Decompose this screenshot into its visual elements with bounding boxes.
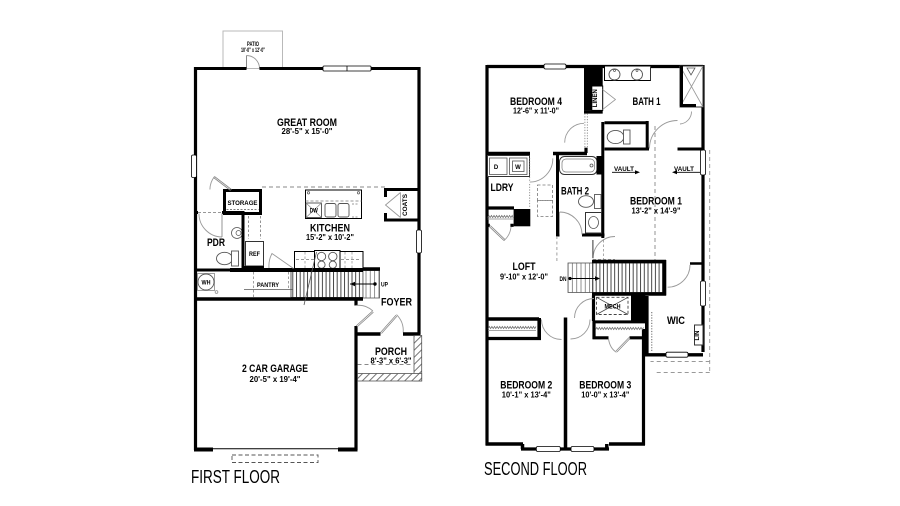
svg-text:KITCHEN: KITCHEN: [310, 223, 350, 235]
svg-text:FIRST FLOOR: FIRST FLOOR: [191, 467, 280, 487]
svg-text:2 CAR GARAGE: 2 CAR GARAGE: [242, 363, 308, 375]
svg-text:BEDROOM 2: BEDROOM 2: [500, 380, 552, 392]
svg-text:LINEN: LINEN: [593, 89, 599, 107]
svg-text:COATS: COATS: [403, 194, 409, 216]
svg-text:BEDROOM 3: BEDROOM 3: [579, 380, 631, 392]
svg-text:10'-0" x 13'-4": 10'-0" x 13'-4": [581, 390, 629, 399]
svg-text:20'-5" x 19'-4": 20'-5" x 19'-4": [250, 375, 301, 384]
svg-text:PDR: PDR: [207, 237, 225, 249]
svg-text:STORAGE: STORAGE: [228, 201, 258, 207]
svg-text:WIC: WIC: [667, 315, 685, 327]
svg-text:GREAT ROOM: GREAT ROOM: [277, 117, 337, 129]
svg-text:VAULT: VAULT: [674, 167, 694, 173]
svg-text:BEDROOM 4: BEDROOM 4: [510, 96, 563, 108]
svg-text:MECH: MECH: [605, 305, 621, 311]
svg-text:BATH 1: BATH 1: [633, 96, 661, 108]
svg-text:UP: UP: [381, 283, 388, 289]
svg-text:PORCH: PORCH: [375, 346, 407, 358]
svg-text:BATH 2: BATH 2: [561, 186, 589, 198]
svg-text:8'-3" x 6'-3": 8'-3" x 6'-3": [371, 356, 412, 365]
svg-text:LOFT: LOFT: [513, 261, 536, 273]
svg-text:15'-2" x 10'-2": 15'-2" x 10'-2": [306, 233, 354, 242]
svg-text:DW: DW: [310, 209, 318, 215]
svg-text:13'-2" x 14'-9": 13'-2" x 14'-9": [632, 207, 681, 216]
svg-text:BEDROOM 1: BEDROOM 1: [630, 196, 682, 208]
svg-text:PANTRY: PANTRY: [257, 283, 279, 289]
svg-text:VAULT: VAULT: [614, 167, 634, 173]
svg-text:10'-1" x 13'-4": 10'-1" x 13'-4": [502, 390, 551, 399]
svg-text:12'-6" x 11'-0": 12'-6" x 11'-0": [513, 107, 559, 116]
svg-text:D: D: [494, 165, 499, 171]
svg-text:10'-0" x 12'-0": 10'-0" x 12'-0": [241, 48, 265, 54]
svg-text:W: W: [515, 165, 521, 171]
svg-text:PATIO: PATIO: [247, 42, 259, 48]
svg-text:9'-10" x 12'-0": 9'-10" x 12'-0": [500, 273, 548, 282]
svg-text:LDRY: LDRY: [491, 182, 515, 194]
svg-text:REF: REF: [249, 252, 260, 258]
svg-text:SECOND FLOOR: SECOND FLOOR: [484, 459, 587, 479]
svg-text:WH: WH: [202, 281, 211, 287]
svg-text:28'-5" x 15'-0": 28'-5" x 15'-0": [282, 127, 333, 136]
svg-text:FOYER: FOYER: [381, 297, 412, 309]
svg-text:DN: DN: [560, 277, 567, 283]
svg-text:LIN: LIN: [695, 331, 701, 341]
